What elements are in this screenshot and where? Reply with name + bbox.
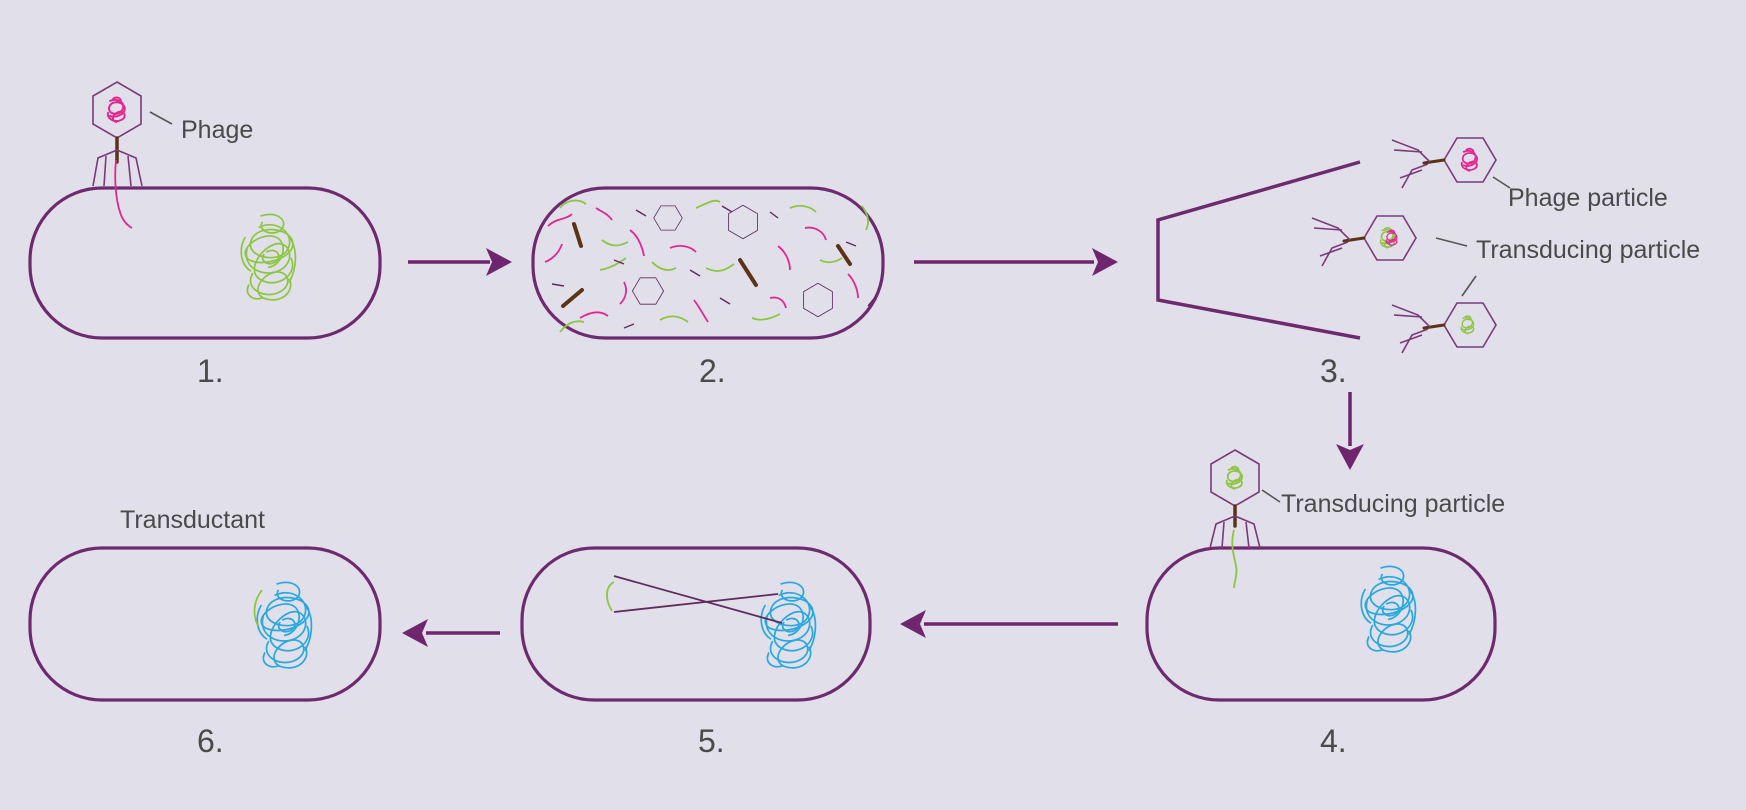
arrow-3-to-4 — [1336, 392, 1364, 470]
label-phage: Phage — [181, 116, 253, 144]
arrow-5-to-6 — [402, 619, 500, 647]
step-3-release: Phage particle Transducing particle — [1156, 137, 1700, 354]
step-4-cell: Transducing particle — [1145, 449, 1505, 702]
label-transductant: Transductant — [120, 506, 265, 534]
step-6-cell: Transductant — [28, 506, 382, 702]
step-2-cell — [531, 186, 885, 340]
arrow-1-to-2 — [408, 248, 512, 276]
phage-particle-icon — [1391, 137, 1497, 189]
step-number-6: 6. — [197, 723, 224, 759]
step-number-4: 4. — [1320, 723, 1347, 759]
label-transducing-particle-2: Transducing particle — [1281, 490, 1505, 518]
transducing-particle-icon — [1311, 215, 1417, 267]
step-number-1: 1. — [197, 353, 224, 389]
transducing-particle-2-icon — [1391, 302, 1497, 354]
step-number-5: 5. — [698, 723, 725, 759]
step-number-3: 3. — [1320, 353, 1347, 389]
step-5-cell — [520, 546, 872, 702]
phage-icon — [92, 81, 143, 229]
label-phage-particle: Phage particle — [1508, 184, 1668, 212]
transducing-particle-attached-icon — [1209, 449, 1261, 589]
arrow-2-to-3 — [914, 248, 1118, 276]
label-transducing-particle-1: Transducing particle — [1476, 236, 1700, 264]
arrow-4-to-5 — [900, 610, 1118, 638]
step-number-2: 2. — [699, 353, 726, 389]
step-1-cell: Phage — [28, 81, 382, 340]
